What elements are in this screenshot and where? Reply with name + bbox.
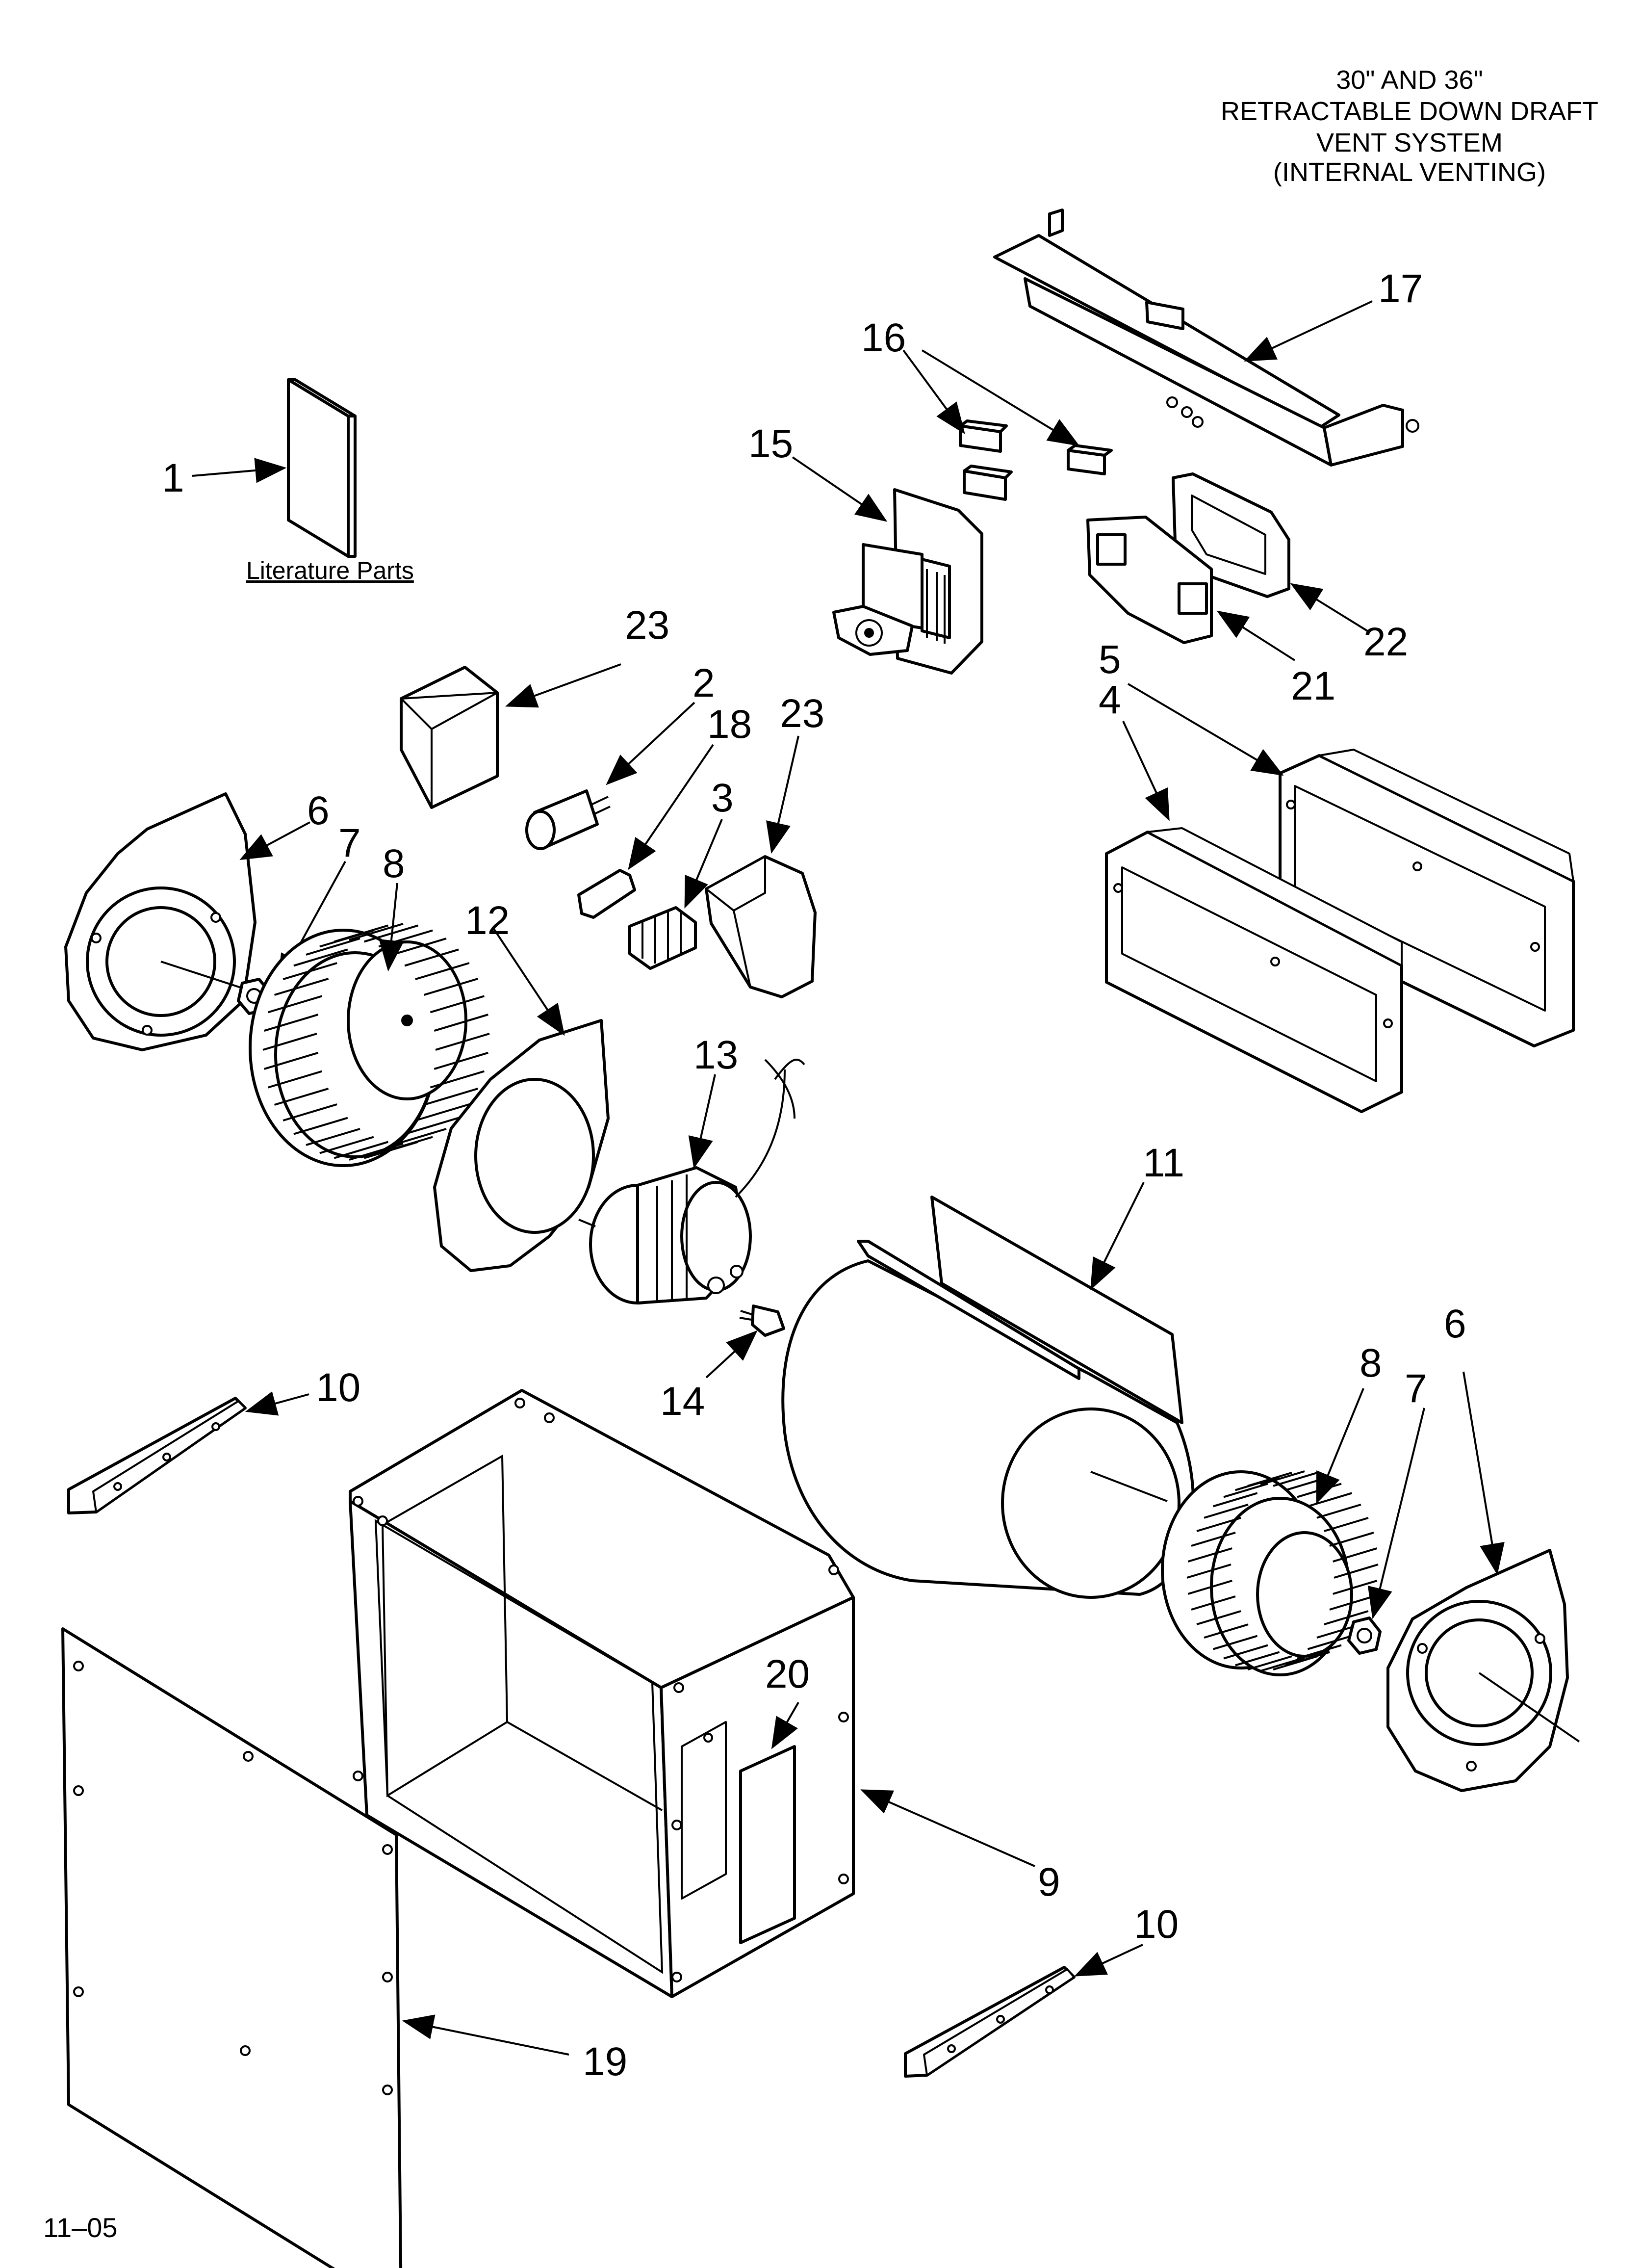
callout-22: 22 <box>1363 620 1408 664</box>
leader-21 <box>1216 610 1296 661</box>
capacitor-clip-18 <box>577 869 636 919</box>
leader-5 <box>1127 683 1284 776</box>
callout-8b: 8 <box>1360 1341 1382 1385</box>
callout-1: 1 <box>162 456 184 500</box>
leader-8a <box>379 883 404 972</box>
title-line-2: RETRACTABLE DOWN DRAFT <box>1220 97 1599 126</box>
micro-switch-icon <box>959 419 1113 501</box>
leader-2 <box>606 702 695 785</box>
callout-6a: 6 <box>307 788 330 833</box>
callout-14: 14 <box>660 1379 705 1424</box>
callout-9: 9 <box>1038 1860 1060 1904</box>
callout-19: 19 <box>583 2039 627 2084</box>
leader-4 <box>1122 721 1170 821</box>
title-line-3: VENT SYSTEM <box>1316 128 1503 157</box>
blower-scroll-11 <box>781 1196 1195 1599</box>
document-number: 11–05 <box>43 2212 118 2243</box>
callout-10a: 10 <box>316 1365 360 1410</box>
callout-7b: 7 <box>1405 1366 1427 1411</box>
blower-wheel-icon <box>249 923 490 1167</box>
leader-10a <box>245 1391 309 1416</box>
screw-14 <box>739 1304 785 1337</box>
callout-17: 17 <box>1378 266 1423 311</box>
leader-12 <box>492 927 565 1036</box>
leader-8b <box>1316 1388 1364 1504</box>
leader-18 <box>628 744 714 870</box>
leader-6a <box>239 821 310 860</box>
angle-bracket-10 <box>904 1966 1076 2078</box>
leader-15 <box>792 456 888 522</box>
leader-7b <box>1367 1408 1425 1619</box>
title-line-4: (INTERNAL VENTING) <box>1273 157 1546 187</box>
switch-cover-23 <box>400 666 499 809</box>
callout-15: 15 <box>748 421 793 466</box>
terminal-block-icon <box>628 906 697 970</box>
duct-adapter-5 <box>1279 749 1575 1047</box>
blower-housing-icon <box>64 792 257 1051</box>
access-panel-19 <box>61 1627 403 2268</box>
callout-5: 5 <box>1099 637 1121 682</box>
leader-23a <box>505 663 621 708</box>
callout-7a: 7 <box>338 821 361 865</box>
main-housing-9 <box>349 1389 855 1998</box>
angle-bracket-10 <box>67 1397 247 1514</box>
capacitor-icon <box>525 789 611 850</box>
callout-8a: 8 <box>383 841 405 886</box>
callout-23b: 23 <box>780 691 824 736</box>
leader-16b <box>921 349 1080 446</box>
callout-3: 3 <box>711 776 734 820</box>
callout-18: 18 <box>707 702 752 747</box>
callout-13: 13 <box>693 1033 738 1077</box>
gear-motor-icon <box>832 488 983 675</box>
literature-booklet-icon <box>287 378 357 558</box>
title-line-1: 30" AND 36" <box>1336 65 1483 95</box>
duct-adapter-4 <box>1105 827 1403 1113</box>
literature-label: Literature Parts <box>246 557 414 584</box>
callout-6b: 6 <box>1444 1302 1466 1346</box>
terminal-cover-23 <box>705 855 817 998</box>
leader-1 <box>192 458 287 483</box>
leader-13 <box>688 1074 716 1169</box>
blower-wheel-icon <box>1161 1470 1379 1676</box>
callout-21: 21 <box>1291 664 1335 708</box>
callout-12: 12 <box>465 898 510 943</box>
callout-20: 20 <box>765 1652 810 1696</box>
leader-6b <box>1462 1371 1505 1575</box>
blower-housing-icon <box>1386 1549 1580 1792</box>
motor-icon <box>578 1059 805 1304</box>
callout-16: 16 <box>861 315 906 360</box>
leader-19 <box>402 2014 569 2056</box>
callout-23a: 23 <box>625 603 669 648</box>
leader-16a <box>902 349 965 435</box>
leader-3 <box>684 819 723 909</box>
mounting-bracket-17 <box>993 209 1419 467</box>
callout-4: 4 <box>1099 678 1121 722</box>
hex-nut-7 <box>1347 1616 1382 1655</box>
leader-23b <box>766 735 799 854</box>
leader-14 <box>705 1330 758 1379</box>
callout-11: 11 <box>1143 1141 1184 1185</box>
leader-11 <box>1090 1182 1145 1290</box>
callout-2: 2 <box>693 661 715 705</box>
switch-bracket-21 <box>1086 516 1213 644</box>
callout-10b: 10 <box>1134 1902 1179 1947</box>
leader-22 <box>1290 583 1368 632</box>
leader-20 <box>771 1701 799 1749</box>
leader-10b <box>1074 1944 1143 1977</box>
leader-17 <box>1244 300 1373 362</box>
leader-9 <box>860 1789 1035 1867</box>
housing-plate-12 <box>433 1019 610 1272</box>
